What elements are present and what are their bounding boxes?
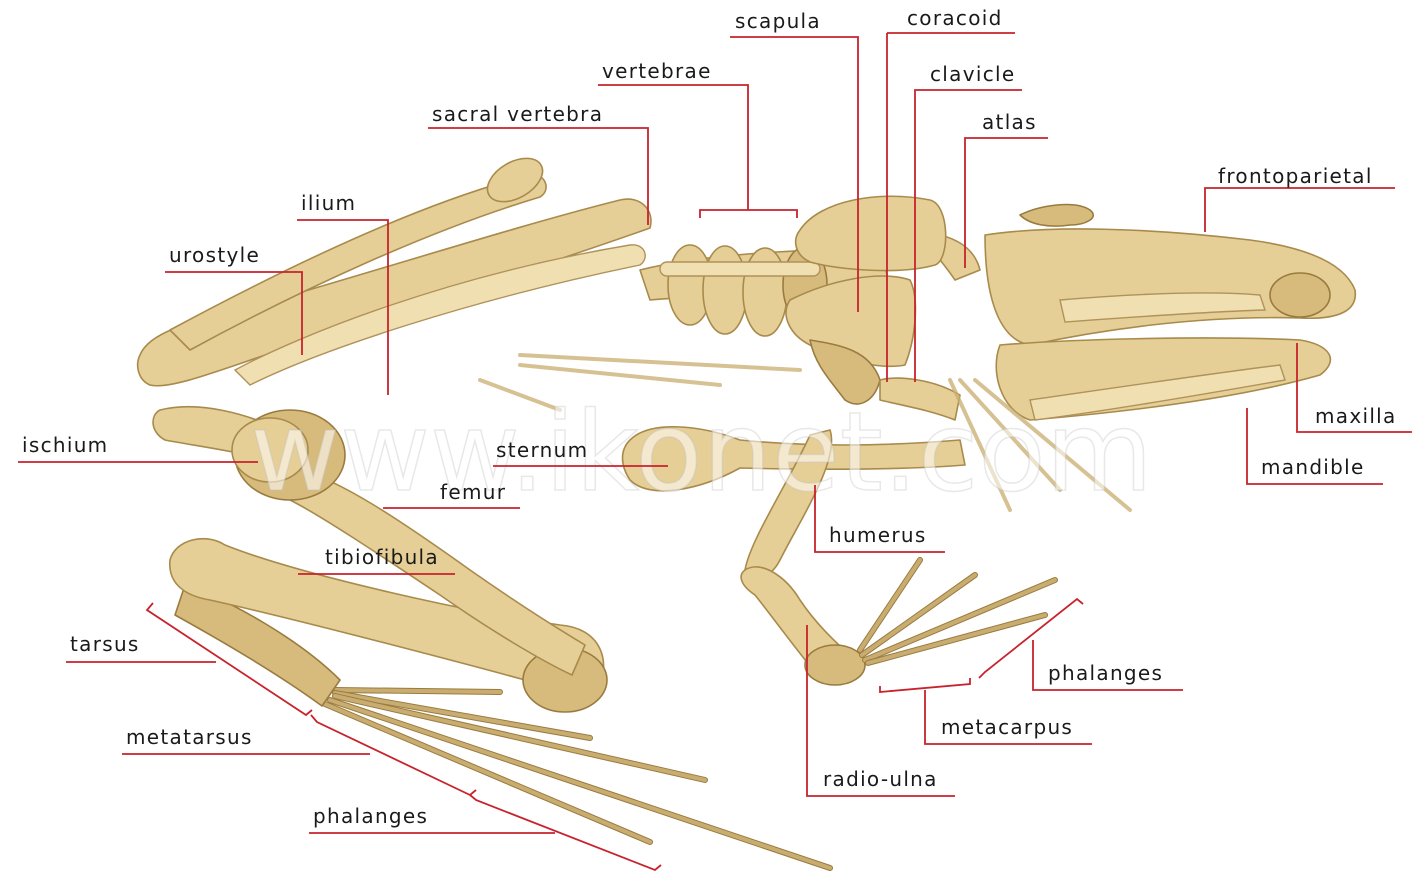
label-radio-ulna: radio-ulna (823, 767, 938, 791)
label-sacral-vertebra: sacral vertebra (432, 102, 603, 126)
leader-frontoparietal (1205, 188, 1395, 232)
label-clavicle: clavicle (930, 62, 1015, 86)
label-scapula: scapula (735, 9, 821, 33)
label-femur: femur (440, 480, 506, 504)
watermark: www.ikonet.com (250, 388, 1153, 516)
label-humerus: humerus (829, 523, 927, 547)
label-ischium: ischium (22, 433, 108, 457)
label-coracoid: coracoid (907, 6, 1003, 30)
hand-digits (860, 560, 1055, 663)
foot-digits (325, 690, 830, 868)
label-vertebrae: vertebrae (602, 59, 712, 83)
label-metatarsus: metatarsus (126, 725, 253, 749)
label-phalanges-foot: phalanges (313, 804, 428, 828)
label-atlas: atlas (982, 110, 1037, 134)
leader-metacarpus-bracket (880, 678, 970, 692)
leader-vertebrae-bracket (700, 210, 797, 218)
label-tarsus: tarsus (70, 632, 140, 656)
pectoral-girdle (786, 196, 960, 420)
label-tibiofibula: tibiofibula (325, 545, 439, 569)
label-ilium: ilium (301, 191, 356, 215)
label-mandible: mandible (1261, 455, 1365, 479)
label-maxilla: maxilla (1315, 404, 1397, 428)
label-frontoparietal: frontoparietal (1218, 164, 1373, 188)
label-sternum: sternum (496, 438, 588, 462)
label-urostyle: urostyle (169, 243, 260, 267)
label-phalanges-hand: phalanges (1048, 661, 1163, 685)
leader-vertebrae (598, 85, 748, 210)
label-metacarpus: metacarpus (941, 715, 1073, 739)
